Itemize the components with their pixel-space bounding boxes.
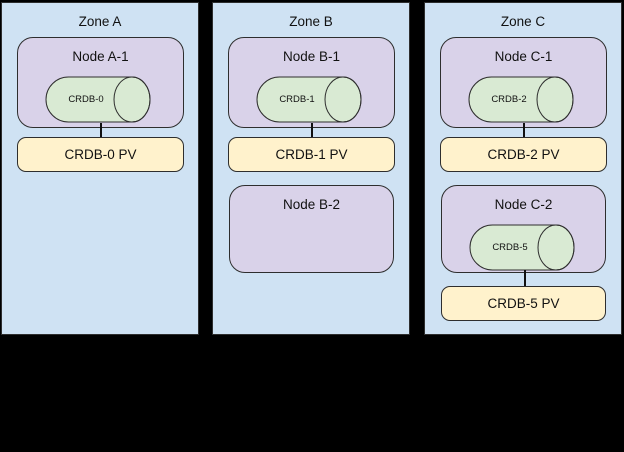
pv-crdb-2-label: CRDB-2 PV [487,147,560,162]
zone-c-title: Zone C [500,14,546,29]
node-b2-title: Node B-2 [282,197,341,212]
pv-crdb-1-label: CRDB-1 PV [275,147,348,162]
crdb-5-pod: CRDB-5 [469,224,575,271]
node-a1-title: Node A-1 [72,49,129,64]
pv-crdb-0: CRDB-0 PV [17,137,184,172]
pv-crdb-0-label: CRDB-0 PV [64,147,137,162]
node-a1: Node A-1 CRDB-0 [17,37,184,128]
pv-crdb-5-label: CRDB-5 PV [487,296,560,311]
database-cylinder-icon [45,76,151,123]
pv-crdb-5: CRDB-5 PV [441,286,606,321]
zone-c: Zone C Node C-1 CRDB-2 CRDB-2 PV Node C-… [424,2,622,335]
connector-line [524,270,526,287]
zone-a: Zone A Node A-1 CRDB-0 CRDB-0 PV [1,2,199,335]
zone-b: Zone B Node B-1 CRDB-1 CRDB-1 PV Node B-… [212,2,410,335]
crdb-5-label: CRDB-5 [492,242,528,253]
crdb-0-pod: CRDB-0 [45,76,151,123]
pv-crdb-2: CRDB-2 PV [440,137,607,172]
zone-b-title: Zone B [289,14,333,29]
database-cylinder-icon [469,224,575,271]
node-c2: Node C-2 CRDB-5 [441,185,606,273]
node-b1-title: Node B-1 [282,49,341,64]
connector-line [100,123,102,140]
pv-crdb-1: CRDB-1 PV [228,137,395,172]
zone-a-title: Zone A [78,14,122,29]
database-cylinder-icon [468,76,574,123]
crdb-1-label: CRDB-1 [279,94,315,105]
crdb-2-label: CRDB-2 [491,94,527,105]
node-c1-title: Node C-1 [494,49,553,64]
crdb-2-pod: CRDB-2 [468,76,574,123]
node-b2: Node B-2 [229,185,394,273]
database-cylinder-icon [256,76,362,123]
connector-line [523,123,525,140]
node-c1: Node C-1 CRDB-2 [440,37,607,128]
crdb-0-label: CRDB-0 [68,94,104,105]
connector-line [311,123,313,140]
node-c2-title: Node C-2 [494,197,553,212]
node-b1: Node B-1 CRDB-1 [228,37,395,128]
crdb-1-pod: CRDB-1 [256,76,362,123]
